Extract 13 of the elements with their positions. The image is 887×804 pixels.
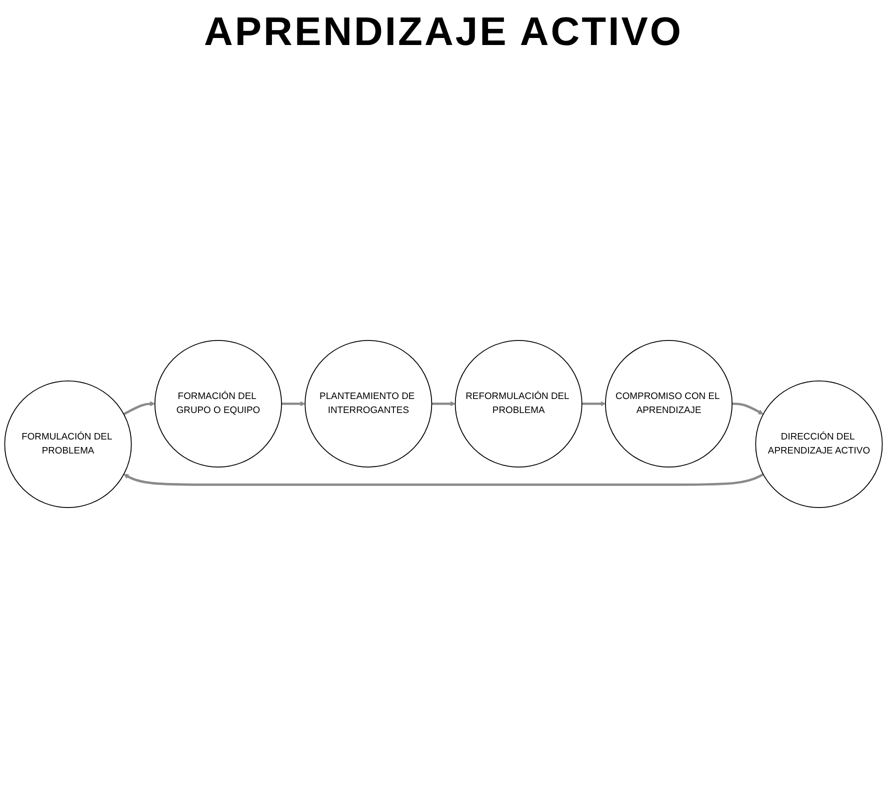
arrow xyxy=(123,401,156,416)
arrow xyxy=(582,401,606,406)
arrow xyxy=(124,473,764,486)
node-circle: DIRECCIÓN DEL APRENDIZAJE ACTIVO xyxy=(755,380,883,508)
arrow xyxy=(432,401,456,406)
node-circle: FORMACIÓN DEL GRUPO O EQUIPO xyxy=(154,340,282,468)
node-circle: REFORMULACIÓN DEL PROBLEMA xyxy=(454,340,582,468)
node-circle: COMPROMISO CON EL APRENDIZAJE xyxy=(605,340,733,468)
diagram-title: APRENDIZAJE ACTIVO xyxy=(202,10,684,55)
arrow xyxy=(732,402,764,414)
arrow xyxy=(282,401,306,406)
node-circle: PLANTEAMIENTO DE INTERROGANTES xyxy=(304,340,432,468)
node-circle: FORMULACIÓN DEL PROBLEMA xyxy=(4,380,132,508)
